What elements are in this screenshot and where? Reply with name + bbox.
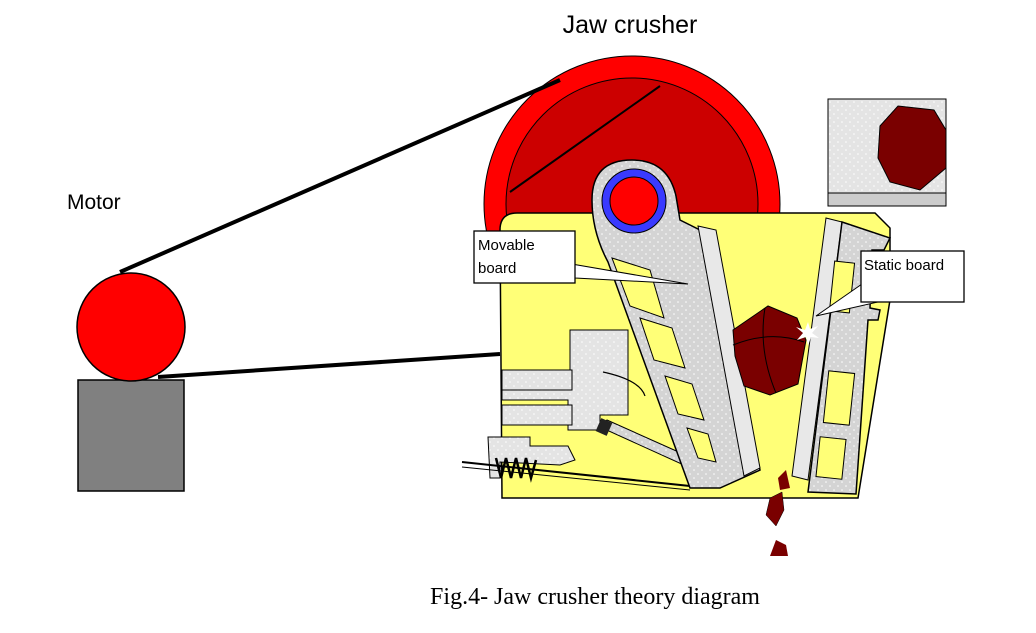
- movable-jaw: [591, 159, 761, 489]
- toggle-mechanism: [461, 329, 693, 491]
- motor-pulley: [76, 272, 186, 382]
- crush-spark-icon: [796, 322, 819, 346]
- drive-belt: [119, 78, 561, 379]
- motor-body: [77, 379, 185, 492]
- movable-board-label-line1: Movable: [478, 237, 535, 254]
- static-board-label: Static board: [864, 257, 944, 274]
- motor: [76, 272, 186, 492]
- motor-label: Motor: [67, 191, 121, 214]
- movable-board-callout: Movable board: [473, 230, 689, 285]
- ore-rock: [732, 305, 807, 396]
- inset-view: [827, 98, 947, 207]
- movable-board-label-line2: board: [478, 260, 516, 277]
- static-board-callout: Static board: [815, 250, 965, 317]
- diagram-title: Jaw crusher: [563, 11, 698, 39]
- figure-caption: Fig.4- Jaw crusher theory diagram: [430, 584, 760, 610]
- crushed-fragments: [765, 470, 790, 556]
